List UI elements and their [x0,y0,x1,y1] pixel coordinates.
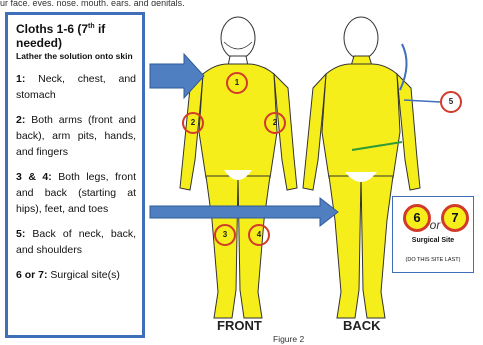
surgical-marker-7: 7 [441,204,469,232]
front-body-figure [180,17,297,318]
front-label: FRONT [217,318,262,333]
marker-2-right-arm: 2 [182,112,204,134]
figure-caption: Figure 2 [273,334,304,344]
marker-2-left-arm: 2 [264,112,286,134]
surgical-site-label: Surgical Site [393,237,473,244]
surgical-site-callout: 6 or 7 Surgical Site (DO THIS SITE LAST) [392,196,474,273]
do-last-note: (DO THIS SITE LAST) [393,257,473,263]
back-label: BACK [343,318,381,333]
marker-1: 1 [226,72,248,94]
marker-5: 5 [440,91,462,113]
marker-4: 4 [248,224,270,246]
marker-3: 3 [214,224,236,246]
